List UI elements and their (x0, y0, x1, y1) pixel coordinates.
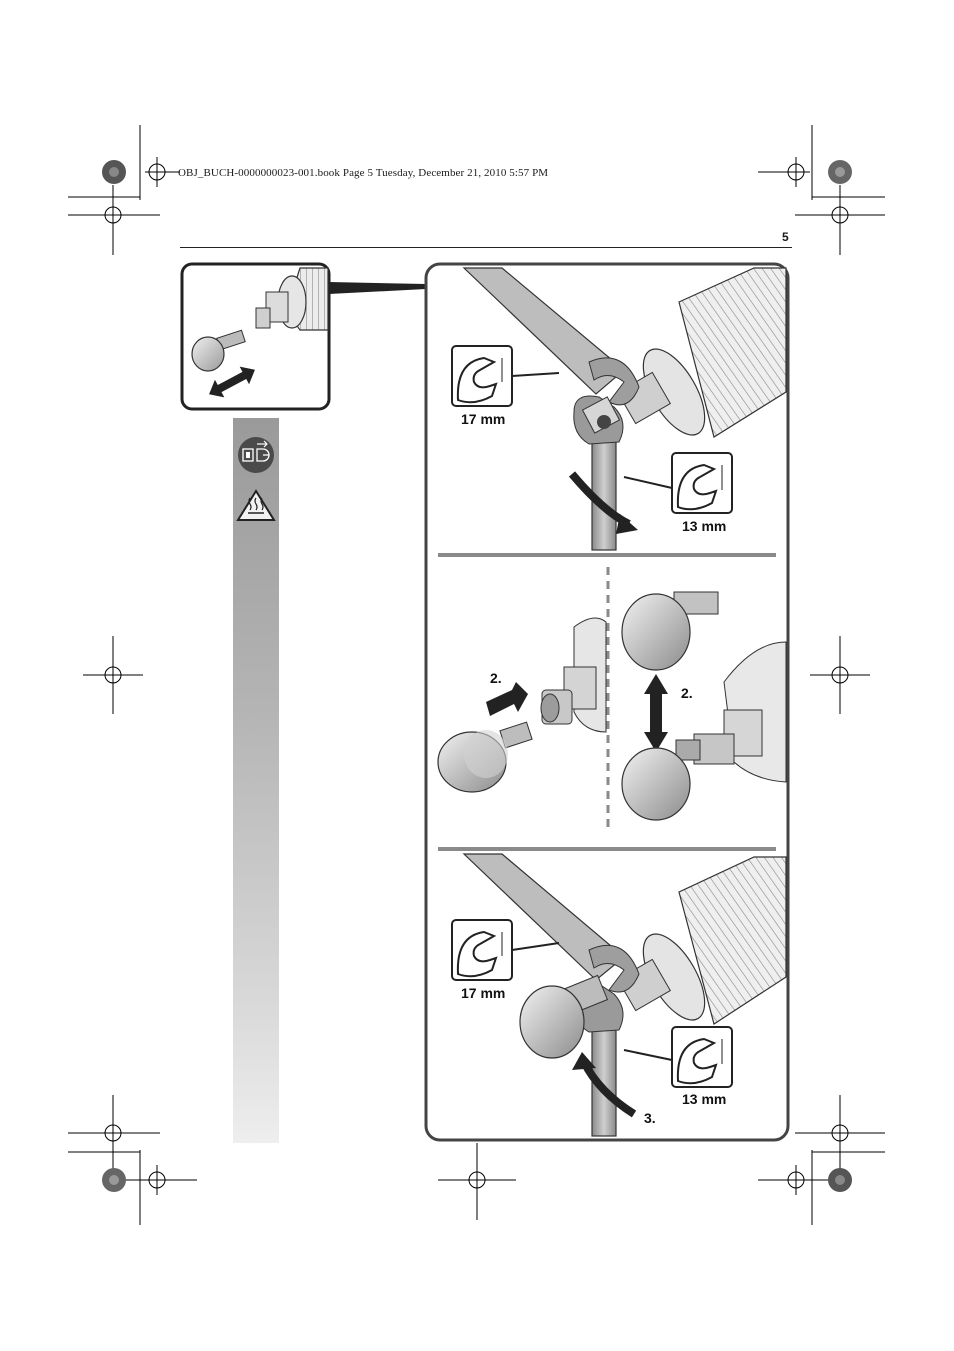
panel1-size-13-label: 13 mm (682, 518, 726, 534)
panel-1: 17 mm 13 mm (451, 267, 787, 551)
panel3-size-17-label: 17 mm (461, 985, 505, 1001)
main-figure: 17 mm 13 mm 2. 2. (424, 262, 790, 1142)
wrench-size-13-icon (623, 1026, 733, 1088)
running-head: OBJ_BUCH-0000000023-001.book Page 5 Tues… (178, 167, 549, 179)
wrench-size-13-icon (623, 452, 733, 514)
panel-separator-2 (438, 847, 776, 851)
panel1-size-17-label: 17 mm (461, 411, 505, 427)
wrench-size-17-icon (451, 345, 560, 407)
overview-figure (180, 262, 426, 411)
panel2-step-right-label: 2. (681, 685, 693, 701)
panel-2: 2. 2. (437, 567, 787, 830)
unplug-icon (238, 437, 274, 473)
hot-surface-warning-icon (236, 489, 276, 521)
panel-3: 3. 17 mm 13 mm (451, 853, 787, 1137)
panel-separator-1 (438, 553, 776, 557)
page-number: 5 (782, 230, 789, 244)
header-rule (180, 247, 792, 248)
sidebar-strip (233, 418, 279, 1143)
panel3-step-label: 3. (644, 1110, 656, 1126)
panel3-size-13-label: 13 mm (682, 1091, 726, 1107)
panel2-step-left-label: 2. (490, 670, 502, 686)
wrench-size-17-icon (451, 919, 560, 981)
